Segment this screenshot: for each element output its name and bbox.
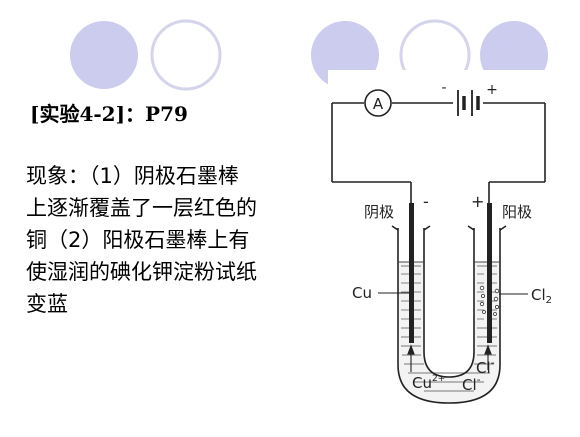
experiment-heading: [实验4-2]：P79 xyxy=(30,102,188,126)
u-tube-inner-wall xyxy=(423,228,475,378)
chlorine-bubbles xyxy=(479,285,500,316)
chlorine-label: Cl2 xyxy=(531,286,552,306)
battery-minus-sign: - xyxy=(441,80,446,96)
u-tube-right-rim xyxy=(467,225,507,231)
anode-rod xyxy=(487,203,492,343)
diagram-backing xyxy=(328,70,580,437)
battery-icon xyxy=(457,90,480,116)
u-tube xyxy=(391,225,507,404)
deco-circle-2 xyxy=(150,19,222,91)
u-tube-outer-wall xyxy=(397,228,501,404)
ion-arrows xyxy=(407,344,492,372)
copper-ion-charge: 2+ xyxy=(432,374,445,384)
chloride-ion-label-1: Cl- xyxy=(476,356,495,377)
cathode-rod xyxy=(409,203,414,343)
chlorine-subscript: 2 xyxy=(546,295,552,306)
u-tube-left-rim xyxy=(391,225,431,231)
anode-label: 阳极 xyxy=(502,203,532,221)
deco-circle-1 xyxy=(70,21,138,89)
cathode-label: 阴极 xyxy=(364,203,394,221)
ammeter-label: A xyxy=(373,95,384,113)
battery-plus-sign: + xyxy=(486,82,498,98)
chloride-ion-label-2: Cl- xyxy=(462,373,481,394)
circuit-wires xyxy=(331,102,546,205)
ammeter-icon xyxy=(364,89,392,117)
copper-label: Cu xyxy=(352,284,372,302)
cathode-sign: - xyxy=(423,192,429,211)
anode-sign: + xyxy=(471,192,484,211)
copper-ion-label: Cu2+ xyxy=(412,374,445,392)
observation-text: 现象：（1）阴极石墨棒 上逐渐覆盖了一层红色的 铜（2）阳极石墨棒上有 使湿润的… xyxy=(26,164,257,316)
